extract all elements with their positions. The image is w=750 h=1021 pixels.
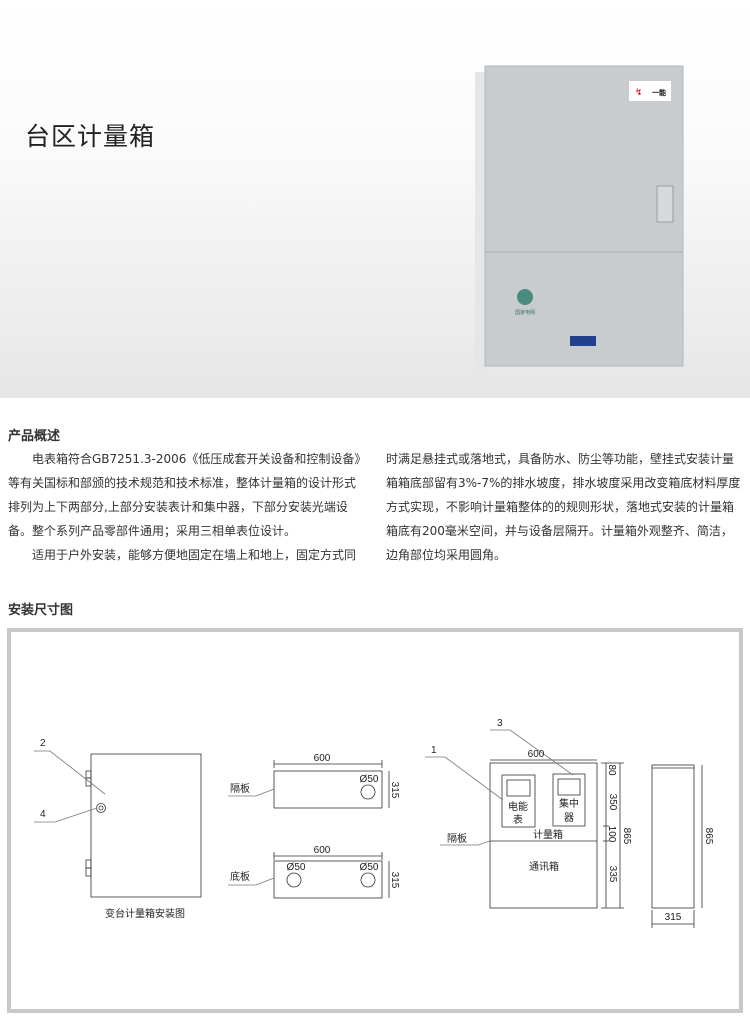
front-view: 1 3 600 电能 表 集中 器 计量箱 通讯箱 隔板 80 350 100 … — [425, 718, 632, 909]
callout-1: 1 — [431, 745, 437, 756]
partition-view: 600 Ø50 315 隔板 — [228, 753, 400, 809]
install-caption: 变台计量箱安装图 — [105, 907, 185, 920]
dim-865: 865 — [621, 828, 632, 845]
badge-text: 国家电网 — [515, 309, 535, 316]
product-image: ↯ 一能 国家电网 — [475, 65, 684, 370]
text-line: 适用于户外安装，能够方便地固定在墙上和地上，固定方式同 — [8, 548, 357, 562]
drawing-frame — [7, 628, 743, 1013]
base-width: 600 — [314, 845, 331, 856]
text-line: 备。整个系列产品零部件通用；采用三相单表位设计。 — [8, 524, 297, 538]
text-line: 排列为上下两部分,上部分安装表计和集中器，下部分安装光端设 — [8, 500, 348, 514]
callout-3: 3 — [497, 718, 503, 729]
callout-4: 4 — [40, 809, 46, 820]
install-view: 2 4 变台计量箱安装图 — [34, 738, 202, 920]
dim-100: 100 — [606, 826, 617, 843]
overview-right-column: 时满足悬挂式或落地式，具备防水、防尘等功能，壁挂式安装计量 箱箱底部留有3%-7… — [386, 447, 740, 567]
text-line: 边角部位均采用圆角。 — [386, 548, 507, 562]
side-height: 865 — [703, 828, 714, 845]
overview-heading: 产品概述 — [8, 429, 61, 444]
base-hole-right: Ø50 — [360, 862, 379, 873]
drawing-heading: 安装尺寸图 — [8, 603, 74, 618]
text-line: 箱箱底部留有3%-7%的排水坡度，排水坡度采用改变箱底材料厚度 — [386, 476, 741, 490]
dim-80: 80 — [606, 764, 617, 776]
base-view: 600 Ø50 Ø50 315 底板 — [228, 845, 400, 899]
partition-depth: 315 — [389, 782, 400, 799]
partition-width: 600 — [314, 753, 331, 764]
base-depth: 315 — [389, 872, 400, 889]
text-line: 方式实现，不影响计量箱整体的的规则形状，落地式安装的计量箱 — [386, 500, 735, 514]
overview-left-column: 电表箱符合GB7251.3-2006《低压成套开关设备和控制设备》 等有关国标和… — [8, 447, 366, 567]
hero-banner: 台区计量箱 ↯ 一能 国家电网 — [0, 0, 750, 398]
meter-label: 电能 — [508, 800, 528, 813]
page-title: 台区计量箱 — [25, 122, 156, 151]
partition-label: 隔板 — [230, 782, 250, 795]
meter-label-2: 表 — [513, 813, 523, 826]
logo-text: 一能 — [652, 88, 666, 97]
dim-350: 350 — [607, 794, 618, 811]
base-label: 底板 — [230, 870, 250, 883]
dim-335: 335 — [607, 866, 618, 883]
side-view: 865 315 — [651, 764, 714, 928]
text-line: 箱底有200毫米空间，并与设备层隔开。计量箱外观整齐、简洁， — [386, 524, 733, 538]
logo-mark-icon: ↯ — [635, 88, 643, 98]
text-line: 电表箱符合GB7251.3-2006《低压成套开关设备和控制设备》 — [8, 452, 367, 466]
callout-2: 2 — [40, 738, 46, 749]
side-depth: 315 — [665, 912, 682, 923]
grid-emblem-icon — [517, 289, 533, 305]
concentrator-label: 集中 — [559, 797, 579, 810]
partition-hole: Ø50 — [360, 774, 379, 785]
base-hole-left: Ø50 — [287, 862, 306, 873]
text-line: 时满足悬挂式或落地式，具备防水、防尘等功能，壁挂式安装计量 — [386, 452, 735, 466]
concentrator-label-2: 器 — [564, 812, 574, 824]
comm-box-label: 通讯箱 — [529, 860, 559, 873]
front-width: 600 — [528, 749, 545, 760]
meter-box-label: 计量箱 — [533, 828, 563, 841]
front-partition-label: 隔板 — [447, 832, 467, 845]
text-line: 等有关国标和部颁的技术规范和技术标准，整体计量箱的设计形式 — [8, 476, 357, 490]
